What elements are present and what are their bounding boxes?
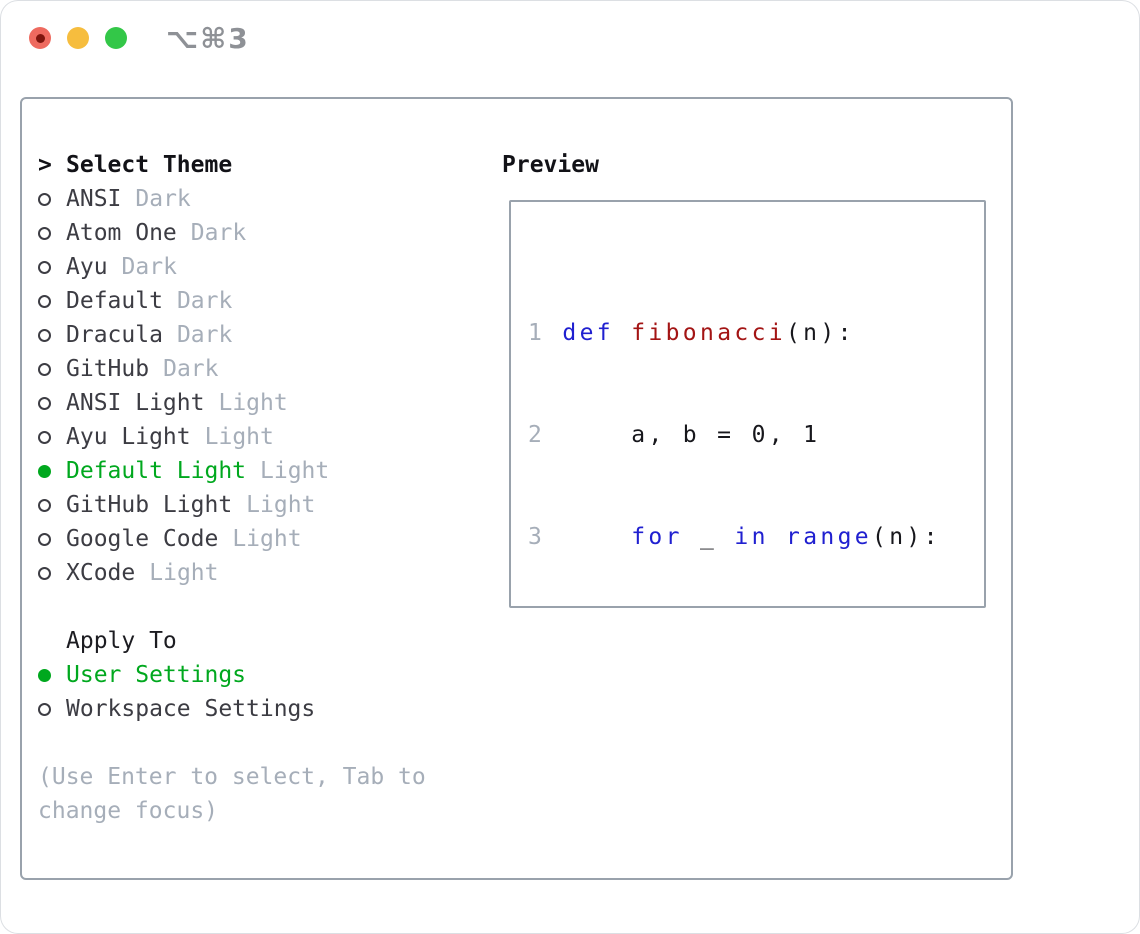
theme-list-header: > Select Theme — [38, 148, 426, 182]
radio-circle-icon — [38, 362, 51, 376]
theme-option-ayu-light[interactable]: Ayu Light Light — [38, 420, 426, 454]
theme-list: > Select Theme ANSI Dark Atom One Dark A… — [38, 148, 426, 828]
window-controls — [29, 27, 127, 49]
radio-circle-icon — [38, 566, 51, 580]
preview-title: Preview — [502, 152, 599, 178]
apply-to-header: Apply To — [38, 624, 426, 658]
focus-caret-icon: > — [38, 152, 52, 178]
theme-option-ayu-dark[interactable]: Ayu Dark — [38, 250, 426, 284]
usage-hint-line-2: change focus) — [38, 798, 219, 824]
minimize-button[interactable] — [67, 27, 89, 49]
radio-circle-icon — [38, 430, 51, 444]
code-line: 1 def fibonacci(n): — [528, 320, 855, 346]
theme-option-default-light[interactable]: Default Light Light — [38, 454, 426, 488]
theme-option-github-light[interactable]: GitHub Light Light — [38, 488, 426, 522]
theme-option-github-dark[interactable]: GitHub Dark — [38, 352, 426, 386]
radio-circle-icon — [38, 328, 51, 342]
radio-selected-icon — [38, 464, 51, 478]
radio-circle-icon — [38, 260, 51, 274]
spacer — [38, 726, 426, 760]
code-preview-python: 1 def fibonacci(n): 2 a, b = 0, 1 3 for … — [511, 202, 984, 606]
theme-option-dracula-dark[interactable]: Dracula Dark — [38, 318, 426, 352]
radio-circle-icon — [38, 498, 51, 512]
radio-circle-icon — [38, 192, 51, 206]
radio-circle-icon — [38, 396, 51, 410]
theme-option-default-dark[interactable]: Default Dark — [38, 284, 426, 318]
keyboard-shortcut-label: ⌥⌘3 — [166, 22, 250, 55]
spacer — [38, 590, 426, 624]
theme-list-title: Select Theme — [66, 152, 233, 178]
theme-option-atom-one-dark[interactable]: Atom One Dark — [38, 216, 426, 250]
radio-selected-icon — [38, 668, 51, 682]
theme-option-ansi-light[interactable]: ANSI Light Light — [38, 386, 426, 420]
radio-circle-icon — [38, 702, 51, 716]
usage-hint-line-1: (Use Enter to select, Tab to — [38, 764, 426, 790]
radio-circle-icon — [38, 294, 51, 308]
radio-circle-icon — [38, 532, 51, 546]
theme-option-ansi-dark[interactable]: ANSI Dark — [38, 182, 426, 216]
theme-option-google-code-light[interactable]: Google Code Light — [38, 522, 426, 556]
apply-option-workspace-settings[interactable]: Workspace Settings — [38, 692, 426, 726]
radio-circle-icon — [38, 226, 51, 240]
preview-box: 1 def fibonacci(n): 2 a, b = 0, 1 3 for … — [509, 200, 986, 608]
close-button[interactable] — [29, 27, 51, 49]
theme-option-xcode-light[interactable]: XCode Light — [38, 556, 426, 590]
zoom-button[interactable] — [105, 27, 127, 49]
apply-option-user-settings[interactable]: User Settings — [38, 658, 426, 692]
code-line: 2 a, b = 0, 1 — [528, 422, 821, 448]
apply-to-title: Apply To — [66, 628, 177, 654]
code-line: 3 for _ in range(n): — [528, 524, 941, 550]
